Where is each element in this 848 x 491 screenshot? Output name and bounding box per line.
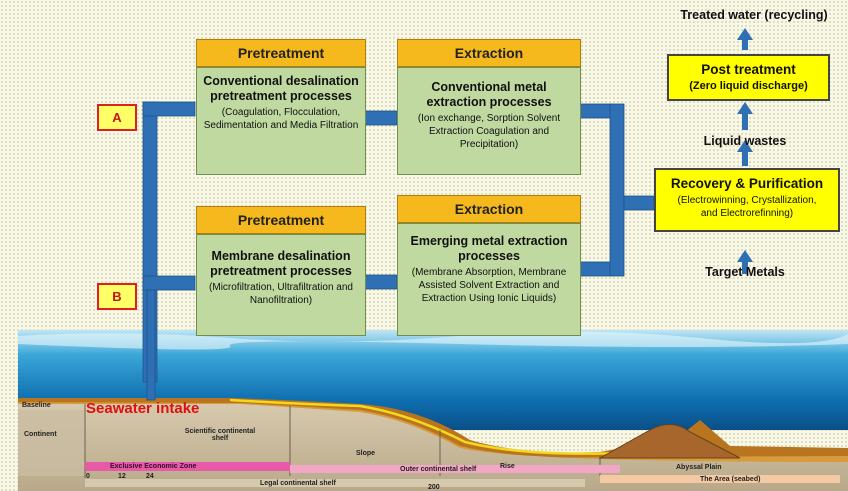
link-b-ext-out: [579, 261, 613, 277]
legal-shelf-band: [85, 479, 585, 487]
route-b-marker: B: [97, 283, 137, 310]
area-band: [600, 475, 840, 483]
link-junction-recovery: [623, 195, 655, 211]
up-arrows: [737, 28, 753, 274]
link-a-pre-ext: [364, 110, 398, 126]
recovery-purification-box: Recovery & Purification (Electrowinning,…: [654, 168, 840, 232]
route-a-pretreatment-header: Pretreatment: [196, 39, 366, 67]
route-b-extraction-box: Emerging metal extraction processes (Mem…: [397, 223, 581, 336]
route-a-extraction-header: Extraction: [397, 39, 581, 67]
post-treatment-box: Post treatment (Zero liquid discharge): [667, 54, 830, 101]
arrow-recovery-to-liquid: [737, 140, 753, 152]
intake-pipe-bend-a: [142, 101, 196, 117]
route-a-pretreatment-title: Conventional desalination pretreatment p…: [203, 74, 359, 103]
treated-water-label: Treated water (recycling): [680, 8, 828, 22]
continent-label: Continent: [24, 431, 57, 438]
recovery-title: Recovery & Purification: [670, 176, 824, 191]
route-a-extraction-box: Conventional metal extraction processes …: [397, 67, 581, 175]
recovery-subtitle-1: (Electrowinning, Crystallization,: [677, 195, 817, 206]
seabed-front-left: [18, 410, 85, 476]
eez-label: Exclusive Economic Zone: [110, 463, 197, 470]
link-b-pre-ext: [364, 274, 398, 290]
rise-label: Rise: [500, 463, 515, 470]
route-a-extraction-title: Conventional metal extraction processes: [426, 80, 552, 109]
outer-shelf-label: Outer continental shelf: [400, 466, 477, 473]
recovery-subtitle-2: and Electrorefinning): [700, 208, 794, 219]
abyssal-plain-label: Abyssal Plain: [676, 464, 722, 471]
shelf-yellow-line: [229, 398, 641, 455]
arrow-post-to-treated: [737, 28, 753, 40]
route-b-pretreatment-box: Membrane desalination pretreatment proce…: [196, 234, 366, 336]
route-b-pretreatment-desc: (Microfiltration, Ultrafiltration and Na…: [209, 282, 353, 306]
intake-pipe-lower: [146, 289, 156, 401]
route-b-extraction-title: Emerging metal extraction processes: [410, 234, 568, 263]
baseline-label: Baseline: [22, 402, 51, 409]
route-a-marker: A: [97, 104, 137, 131]
route-a-pretreatment-box: Conventional desalination pretreatment p…: [196, 67, 366, 175]
route-a-pretreatment-desc: (Coagulation, Flocculation, Sedimentatio…: [203, 107, 359, 131]
nm-tick-0: 0: [86, 473, 90, 480]
the-area-label: The Area (seabed): [700, 476, 761, 483]
route-b-extraction-header: Extraction: [397, 195, 581, 223]
seawater-intake-label: Seawater intake: [86, 400, 200, 417]
post-treatment-subtitle: (Zero liquid discharge): [689, 80, 808, 92]
eez-band: [85, 462, 290, 471]
nm-tick-24: 24: [146, 473, 154, 480]
legal-shelf-label: Legal continental shelf: [260, 480, 336, 487]
intake-pipe-bend-b: [142, 275, 196, 291]
nm-tick-12: 12: [118, 473, 126, 480]
wave-highlight: [18, 331, 848, 350]
target-metals-label: Target Metals: [705, 265, 785, 279]
seamount: [598, 424, 741, 459]
post-treatment-title: Post treatment: [701, 62, 796, 77]
link-a-ext-out: [579, 103, 613, 119]
outer-shelf-band: [290, 465, 620, 473]
route-b-pretreatment-header: Pretreatment: [196, 206, 366, 234]
scientific-shelf-label: Scientific continental shelf: [184, 428, 256, 442]
arrow-liquid-to-post: [737, 102, 753, 114]
connectors: [142, 101, 655, 401]
route-b-pretreatment-title: Membrane desalination pretreatment proce…: [210, 249, 352, 278]
route-a-extraction-desc: (Ion exchange, Sorption Solvent Extracti…: [417, 113, 561, 150]
slope-label: Slope: [356, 450, 376, 457]
route-b-extraction-desc: (Membrane Absorption, Membrane Assisted …: [411, 267, 567, 304]
nm-tick-200: 200: [428, 484, 440, 491]
arrow-target-to-recovery: [737, 250, 753, 262]
junction-bar: [609, 103, 625, 277]
liquid-wastes-label: Liquid wastes: [703, 134, 787, 148]
